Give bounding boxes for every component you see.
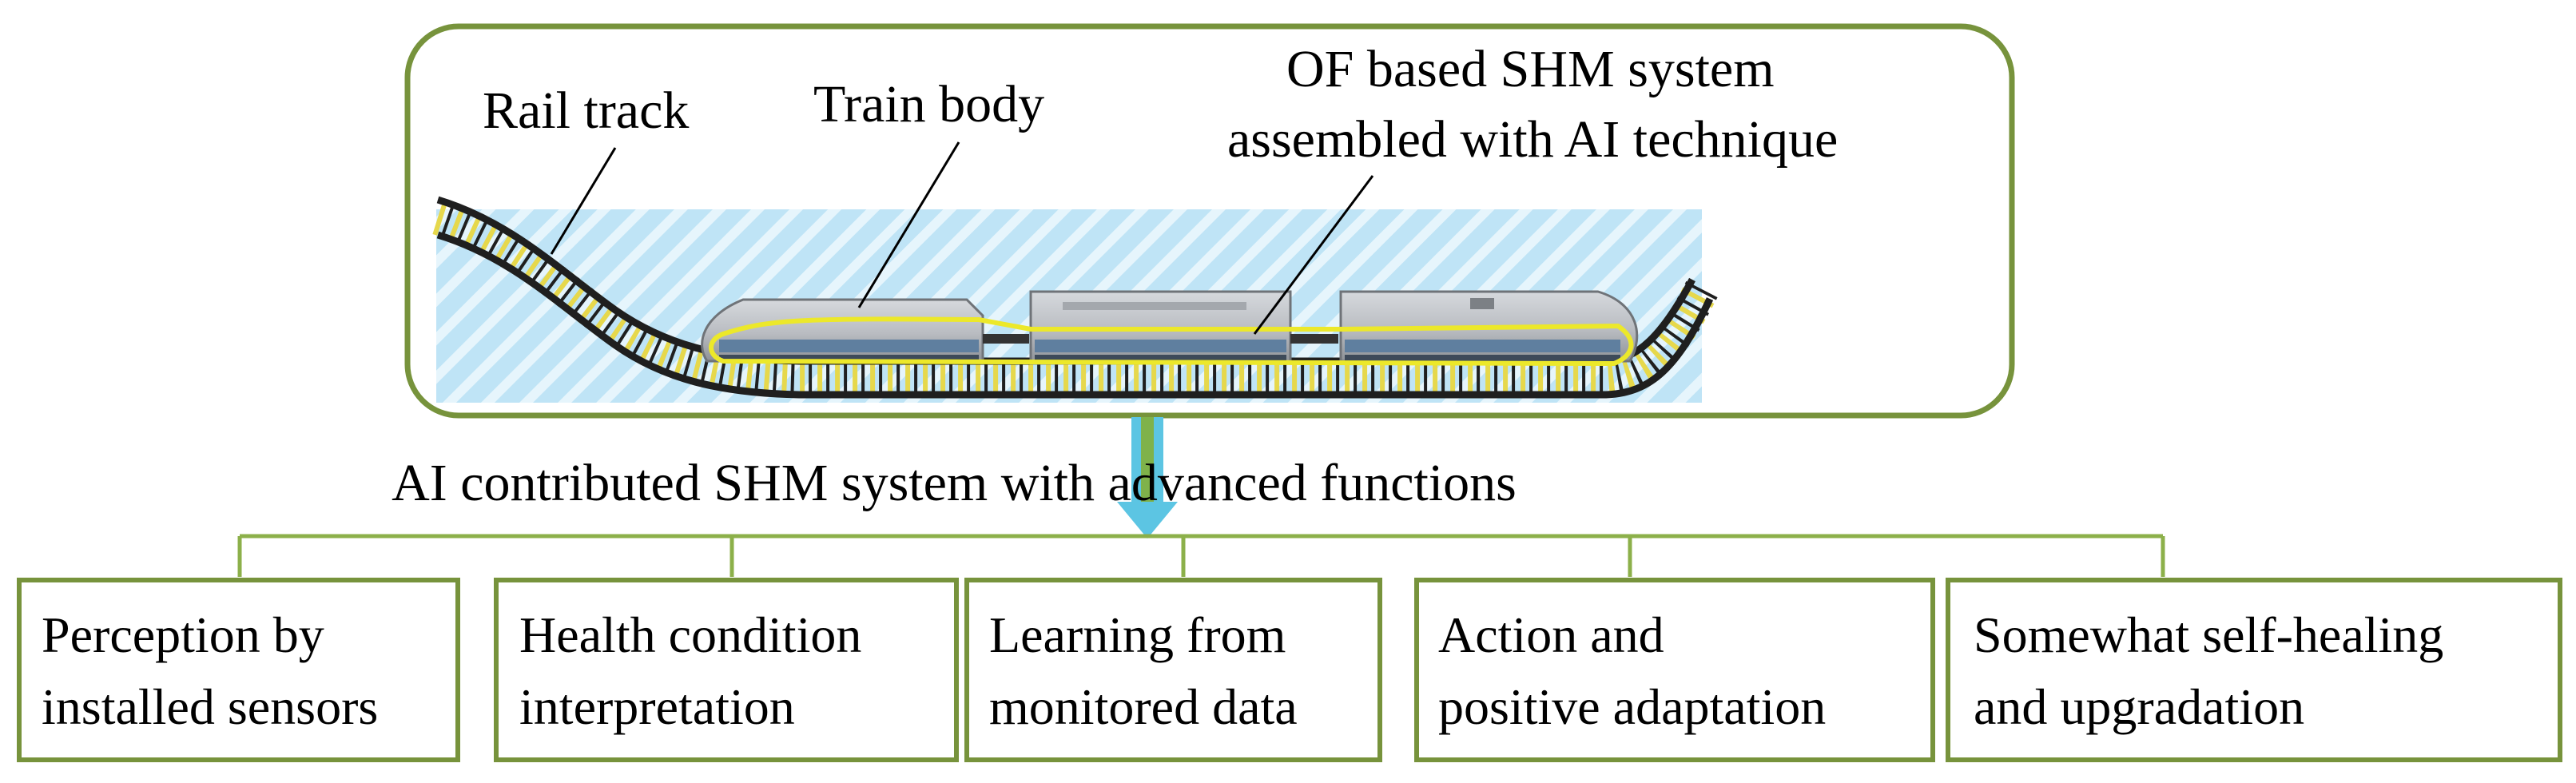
down-arrow-icon [1117, 417, 1178, 539]
function-box-5: Somewhat self-healing and upgradation [1946, 578, 2562, 762]
coupler [983, 334, 1029, 344]
train-scene [432, 196, 1718, 403]
svg-text:monitored data: monitored data [989, 678, 1298, 735]
of-system-label-line2: assembled with AI technique [1227, 110, 1838, 169]
svg-text:installed sensors: installed sensors [42, 678, 378, 735]
headline: AI contributed SHM system with advanced … [392, 454, 1517, 512]
svg-text:positive adaptation: positive adaptation [1438, 678, 1826, 735]
optical-fiber-line [709, 316, 1634, 367]
train-body-leader [857, 141, 960, 308]
svg-text:Action and: Action and [1438, 606, 1664, 663]
function-box-3: Learning from monitored data [964, 578, 1382, 762]
train-car-front [701, 298, 984, 363]
coupler [1290, 334, 1338, 344]
of-system-label-line1: OF based SHM system [1286, 40, 1775, 98]
tree-connector [237, 534, 2165, 577]
rail-track-leader [550, 147, 617, 255]
svg-text:Somewhat self-healing: Somewhat self-healing [1974, 606, 2443, 663]
function-box-1: Perception by installed sensors [17, 578, 460, 762]
svg-text:Perception by: Perception by [42, 606, 324, 663]
svg-text:Learning from: Learning from [989, 606, 1286, 663]
train-body-label: Train body [813, 75, 1044, 133]
function-box-4: Action and positive adaptation [1414, 578, 1935, 762]
of-system-leader [1253, 175, 1374, 335]
function-box-2: Health condition interpretation [494, 578, 959, 762]
svg-text:interpretation: interpretation [519, 678, 795, 735]
rail-track-label: Rail track [483, 81, 689, 140]
svg-text:Health condition: Health condition [519, 606, 861, 663]
svg-text:and upgradation: and upgradation [1974, 678, 2304, 735]
rail-track-graphic [432, 196, 1718, 399]
